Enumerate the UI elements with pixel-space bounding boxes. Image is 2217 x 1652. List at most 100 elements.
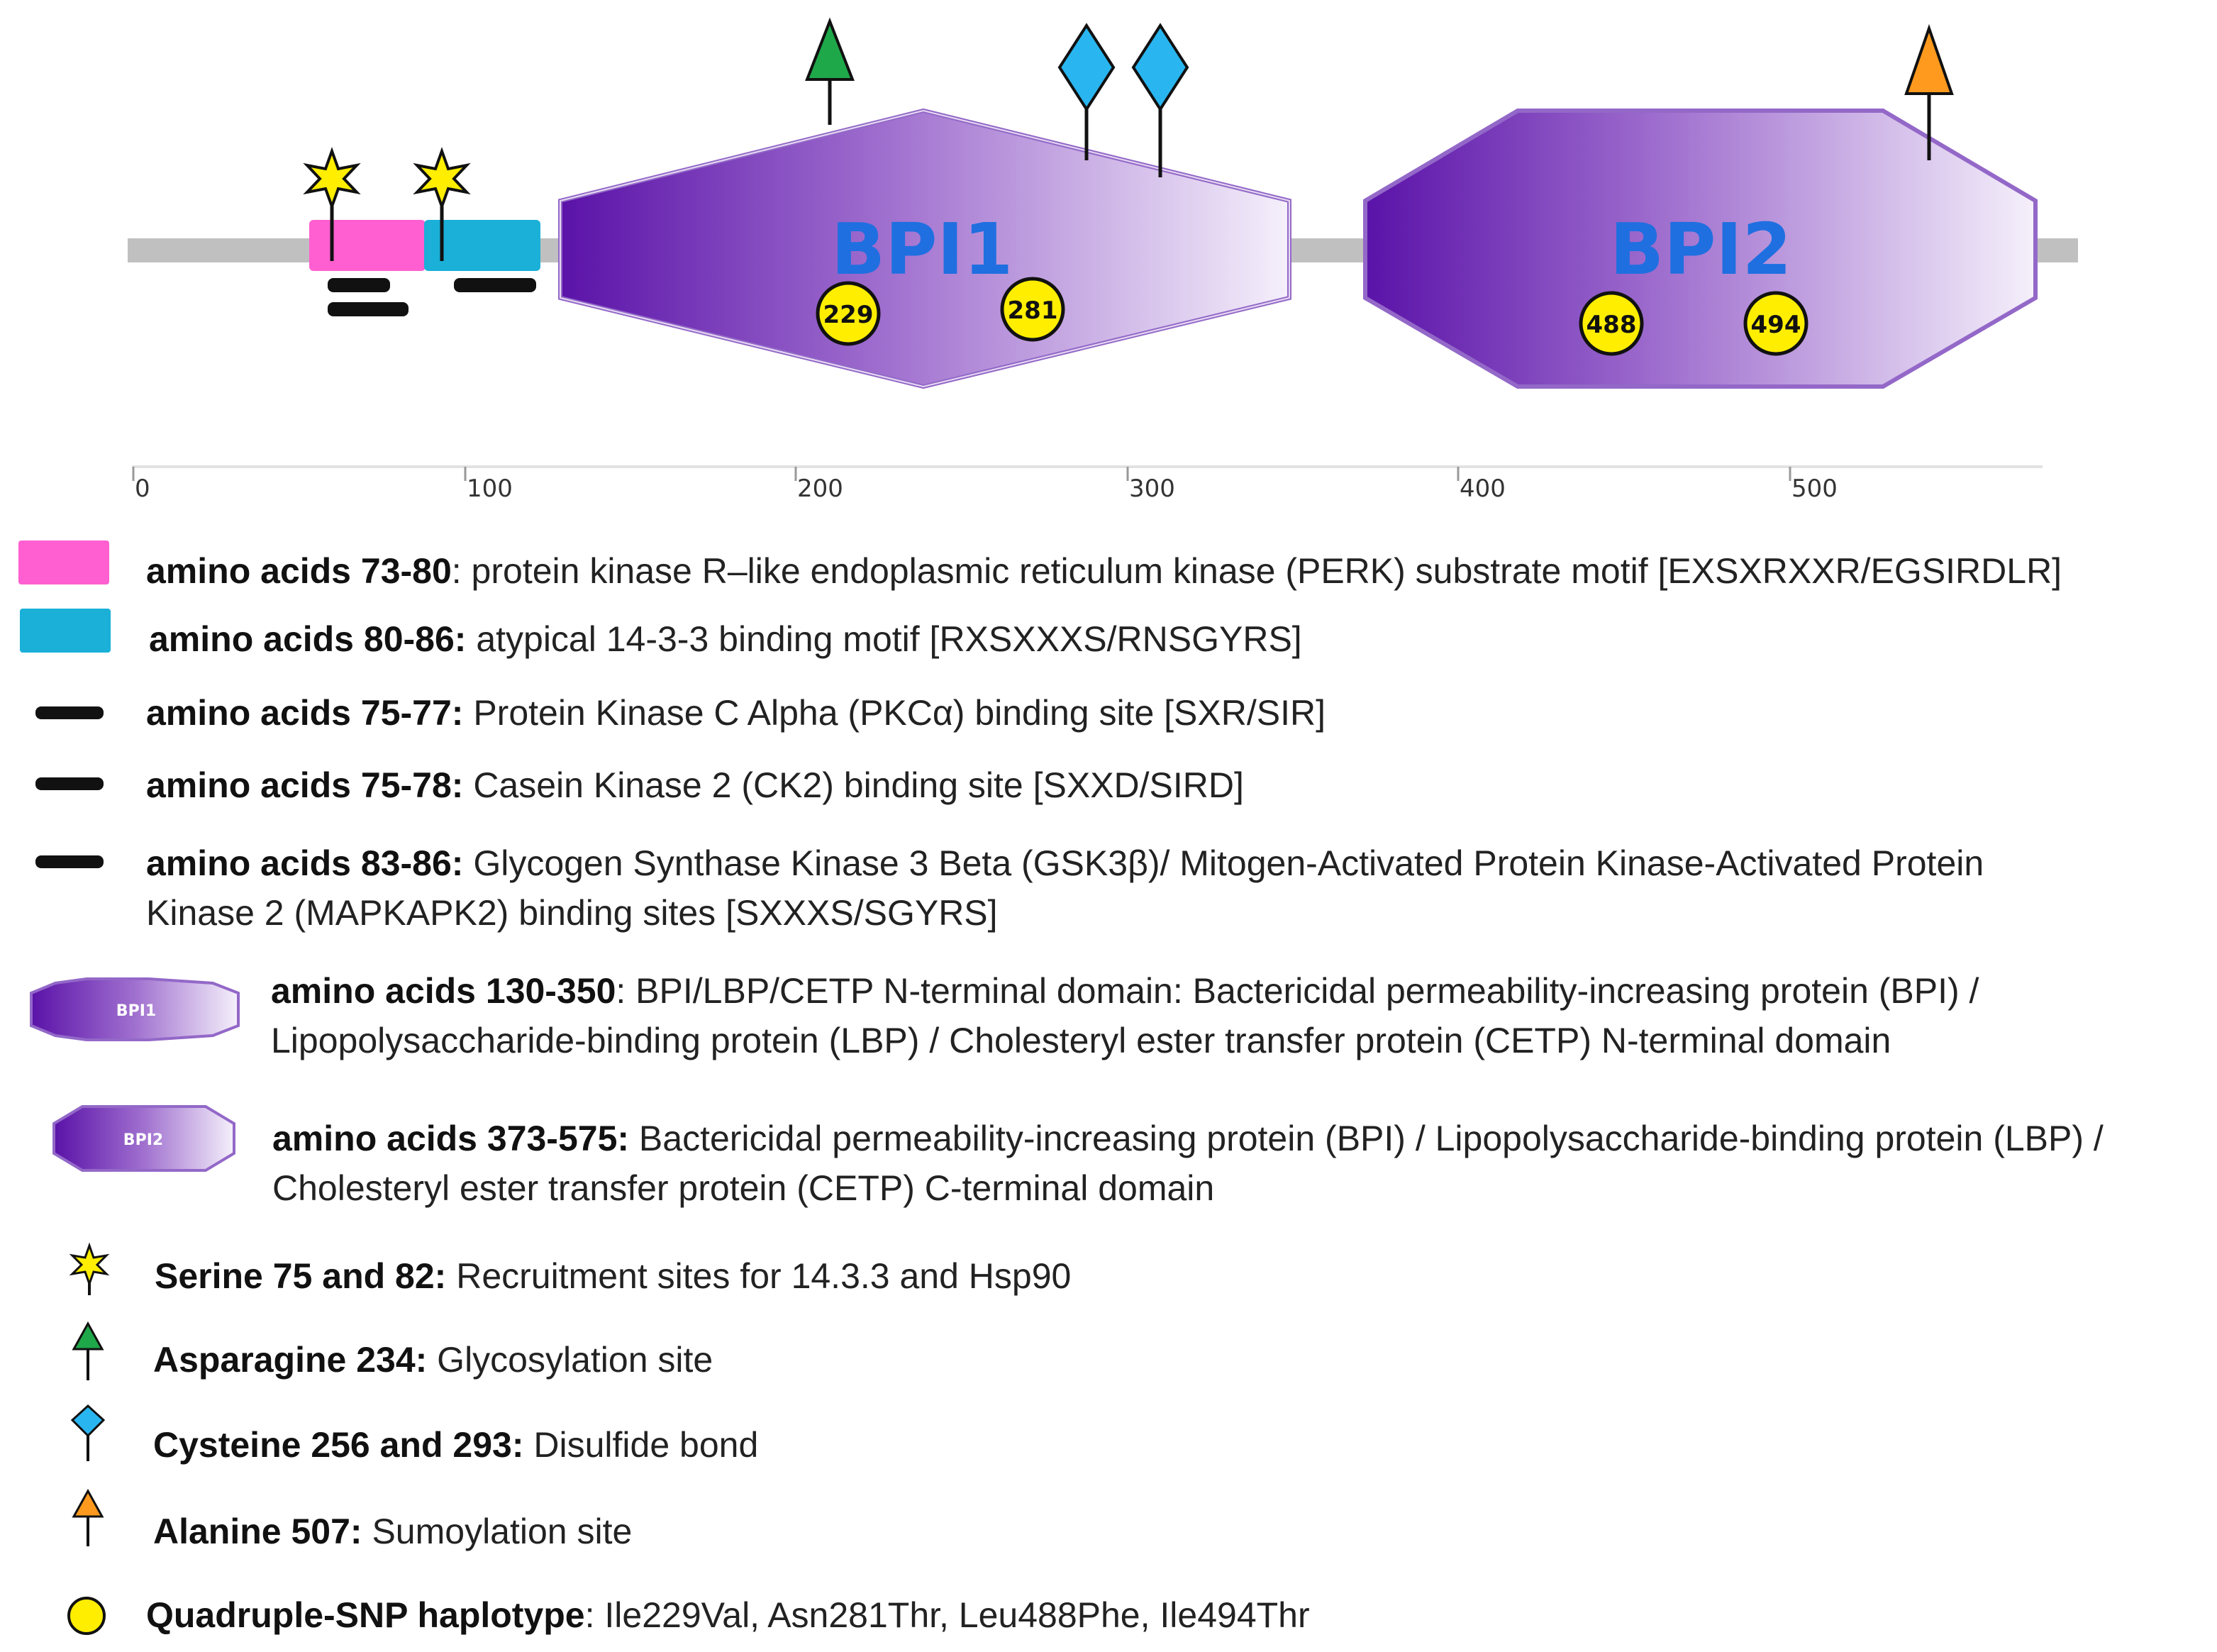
cysteine-256-marker <box>1057 23 1116 160</box>
legend-bold: amino acids 73-80 <box>146 551 452 591</box>
binding-motif-box <box>424 220 540 271</box>
cyan-rect-icon <box>20 609 111 653</box>
pkc-binding-bar <box>328 278 390 292</box>
tick-label: 300 <box>1129 475 1175 503</box>
diamond-icon <box>1131 23 1189 112</box>
legend-text: Bactericidal permeability-increasing pro… <box>629 1119 2104 1158</box>
legend-text: Casein Kinase 2 (CK2) binding site [SXXD… <box>463 765 1244 805</box>
legend-gsk3b-site: amino acids 83-86: Glycogen Synthase Kin… <box>146 838 1984 888</box>
snp-488: 488 <box>1579 291 1644 356</box>
legend-serine: Serine 75 and 82: Recruitment sites for … <box>155 1251 1071 1301</box>
legend-text: Kinase 2 (MAPKAPK2) binding sites [SXXXS… <box>146 893 998 933</box>
legend-gsk3b-site-line2: Kinase 2 (MAPKAPK2) binding sites [SXXXS… <box>146 888 998 938</box>
star-icon <box>413 147 471 211</box>
black-bar-icon <box>35 706 104 719</box>
legend-bold: Serine 75 and 82: <box>155 1256 447 1296</box>
legend-text: Disulfide bond <box>523 1425 759 1465</box>
star-icon <box>69 1242 110 1287</box>
asparagine-234-marker <box>805 17 855 125</box>
legend-bold: amino acids 75-78: <box>146 765 464 805</box>
bpi2-label: BPI2 <box>1610 208 1791 291</box>
legend-bold: Asparagine 234: <box>153 1340 428 1380</box>
bpi2-icon-label: BPI2 <box>123 1131 163 1149</box>
legend-asparagine: Asparagine 234: Glycosylation site <box>153 1335 713 1385</box>
legend-bold: amino acids 75-77: <box>146 693 464 733</box>
legend-bpi2-domain-line2: Cholesteryl ester transfer protein (CETP… <box>272 1163 1214 1213</box>
legend-alanine: Alanine 507: Sumoylation site <box>153 1507 632 1556</box>
circle-icon <box>1579 291 1644 356</box>
legend-text: Sumoylation site <box>362 1512 633 1551</box>
circle-icon <box>67 1597 106 1635</box>
legend-text: Protein Kinase C Alpha (PKCα) binding si… <box>463 693 1326 733</box>
pink-rect-icon <box>18 540 109 584</box>
snp-494: 494 <box>1743 291 1808 356</box>
serine-82-marker <box>413 147 471 261</box>
gsk3b-binding-bar <box>454 278 536 292</box>
circle-icon <box>816 281 881 346</box>
snp-label: 488 <box>1587 311 1637 339</box>
tick-label: 500 <box>1791 475 1838 503</box>
bpi1-domain-icon: BPI1 <box>30 977 240 1041</box>
snp-229: 229 <box>816 281 881 346</box>
legend-bold: Cysteine 256 and 293: <box>153 1425 524 1465</box>
legend-text: : BPI/LBP/CETP N-terminal domain: Bacter… <box>616 971 1979 1011</box>
ck2-binding-bar <box>328 302 409 316</box>
legend-glyco-marker <box>72 1321 104 1380</box>
serine-75-marker <box>303 147 361 261</box>
legend-star-marker <box>69 1242 110 1295</box>
legend-bold: amino acids 83-86: <box>146 843 464 883</box>
legend-snp-haplotype: Quadruple-SNP haplotype: Ile229Val, Asn2… <box>146 1590 1310 1640</box>
legend-text: : Ile229Val, Asn281Thr, Leu488Phe, Ile49… <box>584 1595 1310 1635</box>
legend-text: Recruitment sites for 14.3.3 and Hsp90 <box>446 1256 1072 1296</box>
circle-icon <box>1743 291 1808 356</box>
legend-text: Lipopolysaccharide-binding protein (LBP)… <box>271 1021 1891 1060</box>
black-bar-icon <box>35 777 104 790</box>
legend-14-3-3-motif: amino acids 80-86: atypical 14-3-3 bindi… <box>149 614 1302 664</box>
legend-bold: amino acids 130-350 <box>271 971 616 1011</box>
bpi1-label: BPI1 <box>831 208 1013 291</box>
tick-label: 100 <box>467 475 513 503</box>
legend-sumo-marker <box>72 1488 104 1546</box>
legend-pkc-site: amino acids 75-77: Protein Kinase C Alph… <box>146 688 1326 738</box>
snp-label: 494 <box>1751 311 1801 339</box>
triangle-icon <box>72 1488 104 1518</box>
legend-text: Glycogen Synthase Kinase 3 Beta (GSK3β)/… <box>463 843 1984 883</box>
snp-281: 281 <box>1000 277 1065 342</box>
triangle-icon <box>805 17 855 81</box>
triangle-icon <box>72 1321 104 1351</box>
diamond-icon <box>1057 23 1116 112</box>
legend-ck2-site: amino acids 75-78: Casein Kinase 2 (CK2)… <box>146 760 1244 810</box>
legend-bpi1-domain-line2: Lipopolysaccharide-binding protein (LBP)… <box>271 1016 1891 1065</box>
legend-disulfide-marker <box>70 1404 106 1461</box>
legend-perk-motif: amino acids 73-80: protein kinase R–like… <box>146 546 2062 596</box>
black-bar-icon <box>35 855 104 868</box>
legend-text: Glycosylation site <box>427 1340 713 1380</box>
legend-text: : protein kinase R–like endoplasmic reti… <box>451 551 2062 591</box>
cysteine-293-marker <box>1131 23 1189 177</box>
bpi2-domain: BPI2 <box>1363 109 2038 389</box>
bpi1-icon-label: BPI1 <box>116 1002 156 1020</box>
snp-label: 229 <box>823 301 874 329</box>
tick-label: 400 <box>1460 475 1506 503</box>
tick-label: 200 <box>797 475 843 503</box>
legend-text: atypical 14-3-3 binding motif [RXSXXXS/R… <box>466 619 1302 659</box>
snp-label: 281 <box>1008 296 1058 325</box>
legend-bpi1-domain: amino acids 130-350: BPI/LBP/CETP N-term… <box>271 966 1979 1016</box>
bpi1-domain: BPI1 <box>558 108 1291 389</box>
alanine-507-marker <box>1904 23 1954 160</box>
circle-icon <box>1000 277 1065 342</box>
perk-motif-box <box>309 220 426 271</box>
diamond-icon <box>70 1404 106 1438</box>
legend-bold: Alanine 507: <box>153 1512 362 1551</box>
legend-cysteine: Cysteine 256 and 293: Disulfide bond <box>153 1420 758 1470</box>
triangle-icon <box>1904 23 1954 95</box>
legend-icons: BPI1 BPI2 <box>18 540 240 1635</box>
legend-bpi2-domain: amino acids 373-575: Bactericidal permea… <box>272 1114 2104 1163</box>
legend-bold: amino acids 80-86: <box>149 619 467 659</box>
star-icon <box>303 147 361 211</box>
tick-label: 0 <box>135 475 150 503</box>
legend-text: Cholesteryl ester transfer protein (CETP… <box>272 1168 1215 1208</box>
sequence-axis: 0 100 200 300 400 500 <box>132 465 2043 503</box>
legend-bold: Quadruple-SNP haplotype <box>146 1595 585 1635</box>
